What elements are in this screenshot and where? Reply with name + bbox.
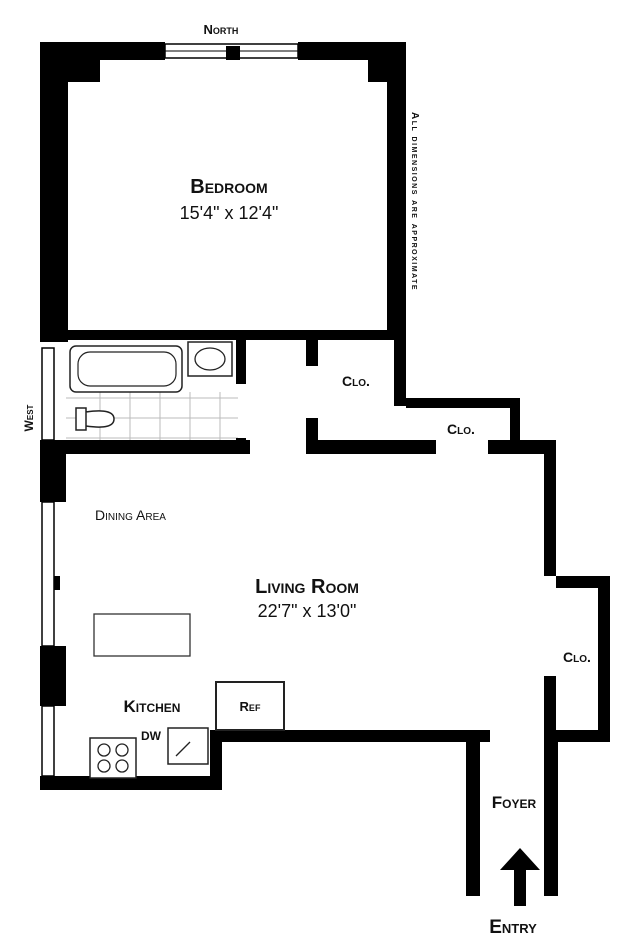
west-windows xyxy=(41,347,55,777)
north-label: North xyxy=(204,22,239,37)
bedroom-walls xyxy=(40,42,406,342)
closet-3-label: Clo. xyxy=(563,649,591,665)
burner xyxy=(97,759,111,773)
living-name: Living Room xyxy=(255,576,359,598)
bathtub-inner xyxy=(77,351,177,387)
bedroom-name: Bedroom xyxy=(190,176,267,198)
dimensions-note: All dimensions are approximate xyxy=(409,112,420,291)
foyer-label: Foyer xyxy=(492,793,537,812)
closet-2-label: Clo. xyxy=(447,421,475,437)
burner xyxy=(115,759,129,773)
dining-label: Dining Area xyxy=(95,507,166,523)
sink-basin xyxy=(194,347,226,371)
closet-1-label: Clo. xyxy=(342,373,370,389)
range-stove xyxy=(89,737,137,779)
west-label: West xyxy=(22,404,36,431)
north-window xyxy=(164,43,299,60)
bedroom-dims: 15'4" x 12'4" xyxy=(180,203,279,223)
entry-label: Entry xyxy=(489,917,537,938)
kitchen-label: Kitchen xyxy=(124,697,181,716)
living-dims: 22'7" x 13'0" xyxy=(258,601,357,621)
bathroom xyxy=(66,340,246,454)
bathtub xyxy=(69,345,183,393)
burner xyxy=(115,743,129,757)
refrigerator-label: Ref xyxy=(240,699,261,714)
kitchen-sink xyxy=(167,727,209,765)
toilet xyxy=(75,407,115,431)
kitchen-island xyxy=(93,613,191,657)
refrigerator xyxy=(215,681,285,731)
burner xyxy=(97,743,111,757)
entry-arrow-icon xyxy=(500,848,540,906)
dishwasher-label: DW xyxy=(141,729,162,743)
kitchen-fixtures xyxy=(89,613,285,779)
closet-1-walls xyxy=(306,334,406,454)
living-walls xyxy=(40,398,610,896)
